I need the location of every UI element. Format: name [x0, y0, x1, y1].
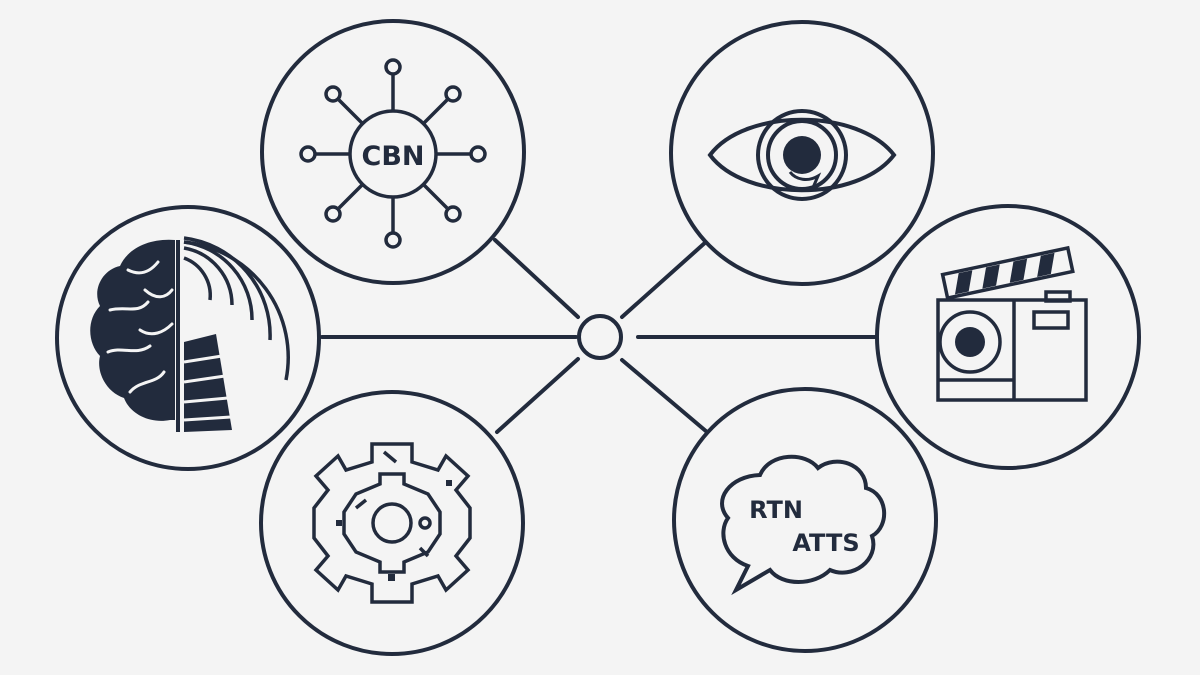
brain-signal-icon [90, 236, 290, 432]
hub-circle [577, 314, 623, 360]
clapperboard-camera-icon [936, 245, 1088, 402]
connector-eye [620, 239, 709, 319]
node-media [875, 204, 1141, 470]
network-label: CBN [362, 141, 425, 172]
connector-network [493, 238, 580, 319]
network-nodes-icon [299, 58, 487, 249]
node-speech [672, 387, 938, 653]
speech-bubble-icon [720, 454, 887, 596]
speech-label-line2: ATTS [792, 529, 859, 557]
connector-gear [495, 357, 580, 434]
gear-circuit-icon [312, 442, 472, 604]
connector-speech [620, 358, 709, 434]
node-gear [259, 390, 525, 656]
speech-label-line1: RTN [749, 496, 803, 524]
eye-icon [707, 109, 897, 201]
